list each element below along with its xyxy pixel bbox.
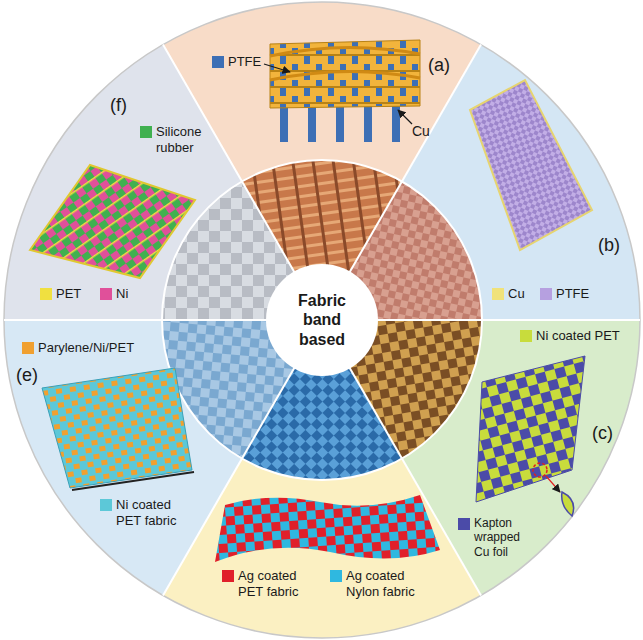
photo-ring-edge [162,160,482,480]
legend-text: Parylene/Ni/PET [38,340,134,356]
sector-dividers [4,45,640,596]
legend-item: Ni coated PET [520,328,620,344]
material-label: Cu [412,124,430,139]
weave-b [470,80,592,250]
weave-d [215,495,440,562]
legend-text: Kapton wrapped Cu foil [474,516,530,559]
legend-swatch [520,330,532,342]
legend-swatch [540,288,552,300]
detail-arrow [546,476,560,492]
panel-letter: (a) [428,56,450,76]
legend-text: PET [56,286,81,302]
weave-a [270,40,420,142]
legend-swatch [100,499,112,511]
legend-item: Ag coated PET fabric [222,568,312,599]
legend-item: Ag coated Nylon fabric [330,568,424,599]
legend-text: Ag coated Nylon fabric [346,568,424,599]
legend-text: Ni coated PET fabric [116,497,186,528]
weave-e [42,368,192,488]
legend-swatch [222,570,234,582]
legend-item: Silicone rubber [140,124,212,155]
outer-ring [4,2,640,638]
legend-text: PTFE [556,286,589,302]
legend-swatch [40,288,52,300]
legend-item: PTFE [212,54,261,70]
electrode-line [72,472,194,490]
center-title: Fabric band based [280,291,364,349]
legend-text: Cu [508,286,525,302]
legend-item: Cu [492,286,525,302]
panel-letter: (b) [598,236,620,256]
legend-swatch [100,288,112,300]
legend-text: Silicone rubber [156,124,212,155]
legend-text: PTFE [228,54,261,70]
legend-item: PET [40,286,81,302]
legend-swatch [330,570,342,582]
legend-text: Ni [116,286,128,302]
legend-swatch [212,56,224,68]
legend-item: PTFE [540,286,589,302]
legend-item: Kapton wrapped Cu foil [458,516,530,559]
detail-circle [533,463,547,477]
legend-text: Ag coated PET fabric [238,568,312,599]
panel-letter: (e) [16,366,38,386]
panel-letter: (c) [592,424,613,444]
center-circle: Fabric band based [266,264,378,376]
legend-swatch [22,342,34,354]
detail-lens [562,492,574,516]
legend-item: Ni [100,286,128,302]
panel-letter: (f) [110,96,127,116]
legend-text: Ni coated PET [536,328,620,344]
legend-swatch [458,518,470,530]
legend-item: Ni coated PET fabric [100,497,186,528]
leader-line [264,64,290,72]
leader-line [398,110,412,124]
legend-swatch [140,126,152,138]
legend-item: Parylene/Ni/PET [22,340,134,356]
weave-f [30,165,195,278]
legend-swatch [492,288,504,300]
weave-c [476,356,585,502]
